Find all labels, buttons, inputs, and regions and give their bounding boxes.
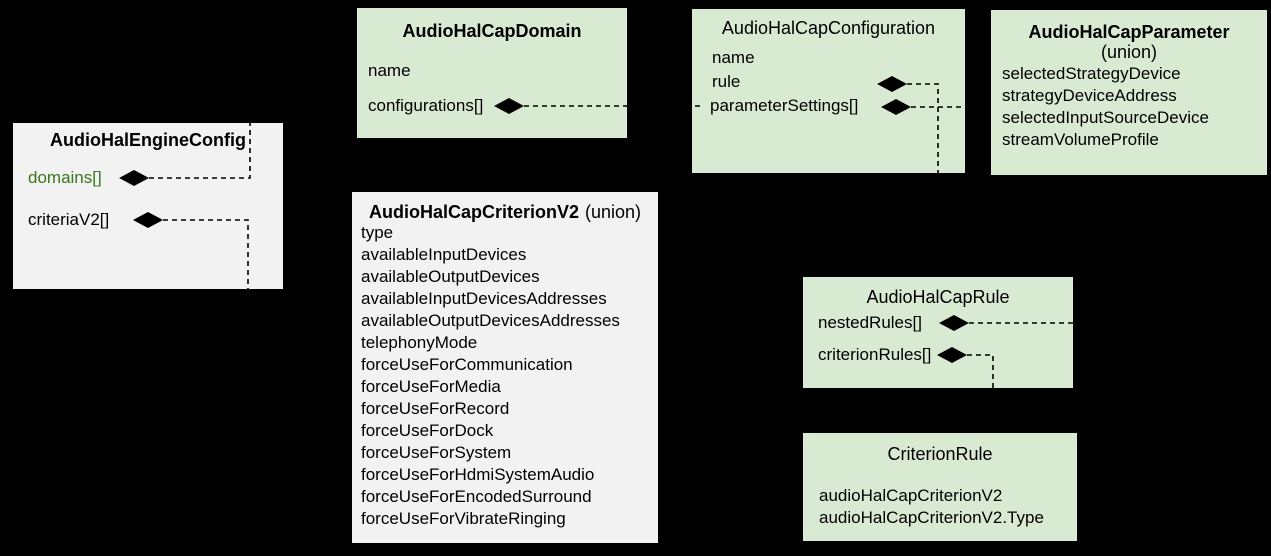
class-subtitle: (union): [1100, 42, 1158, 62]
field-selected-strategy-device: selectedStrategyDevice: [1002, 64, 1181, 83]
class-box-audio-hal-engine-config: AudioHalEngineConfig domains[] criteriaV…: [13, 123, 283, 289]
field-force-use-for-record: forceUseForRecord: [361, 399, 510, 418]
field-available-input-devices-addresses: availableInputDevicesAddresses: [361, 289, 607, 308]
class-title: AudioHalCapRule: [866, 287, 1010, 307]
field-force-use-for-communication: forceUseForCommunication: [361, 355, 573, 374]
field-force-use-for-encoded-surround: forceUseForEncodedSurround: [361, 487, 592, 506]
field-rule: rule: [712, 72, 741, 91]
class-box-audio-hal-cap-criterion-v2: AudioHalCapCriterionV2 (union) type avai…: [352, 192, 658, 543]
field-name: name: [712, 48, 755, 67]
field-available-output-devices: availableOutputDevices: [361, 267, 540, 286]
class-box-audio-hal-cap-parameter: AudioHalCapParameter (union) selectedStr…: [991, 10, 1267, 175]
field-strategy-device-address: strategyDeviceAddress: [1002, 86, 1177, 105]
field-force-use-for-hdmi-system-audio: forceUseForHdmiSystemAudio: [361, 465, 595, 484]
class-title: AudioHalCapParameter: [1028, 22, 1230, 42]
class-title: AudioHalEngineConfig: [50, 130, 246, 150]
class-title: AudioHalCapCriterionV2 (union): [352, 201, 658, 223]
class-box-audio-hal-cap-domain: AudioHalCapDomain name configurations[]: [357, 8, 627, 138]
field-audio-hal-cap-criterion-v2-type: audioHalCapCriterionV2.Type: [819, 508, 1044, 527]
field-stream-volume-profile: streamVolumeProfile: [1002, 130, 1159, 149]
field-available-input-devices: availableInputDevices: [361, 245, 527, 264]
field-configurations: configurations[]: [368, 96, 484, 115]
class-title-name: AudioHalCapCriterionV2: [368, 202, 579, 222]
field-name: name: [368, 61, 411, 80]
field-force-use-for-vibrate-ringing: forceUseForVibrateRinging: [361, 509, 566, 528]
class-title: CriterionRule: [887, 444, 993, 464]
field-nested-rules: nestedRules[]: [818, 313, 922, 332]
field-force-use-for-media: forceUseForMedia: [361, 377, 501, 396]
field-parameter-settings: parameterSettings[]: [710, 96, 859, 115]
field-domains: domains[]: [28, 168, 102, 187]
field-force-use-for-system: forceUseForSystem: [361, 443, 512, 462]
class-title: AudioHalCapConfiguration: [721, 18, 936, 38]
field-criterion-rules: criterionRules[]: [818, 345, 932, 364]
field-selected-input-source-device: selectedInputSourceDevice: [1002, 108, 1209, 127]
class-box-audio-hal-cap-rule: AudioHalCapRule nestedRules[] criterionR…: [803, 277, 1073, 388]
class-box-criterion-rule: CriterionRule audioHalCapCriterionV2 aud…: [803, 433, 1077, 541]
class-title: AudioHalCapDomain: [402, 21, 582, 41]
field-type: type: [361, 223, 394, 242]
field-available-output-devices-addresses: availableOutputDevicesAddresses: [361, 311, 620, 330]
field-force-use-for-dock: forceUseForDock: [361, 421, 494, 440]
field-criteriav2: criteriaV2[]: [28, 210, 110, 229]
class-title-union: (union): [585, 202, 642, 222]
field-audio-hal-cap-criterion-v2: audioHalCapCriterionV2: [819, 486, 1003, 505]
field-telephony-mode: telephonyMode: [361, 333, 478, 352]
class-box-audio-hal-cap-configuration: AudioHalCapConfiguration name rule param…: [692, 9, 965, 173]
